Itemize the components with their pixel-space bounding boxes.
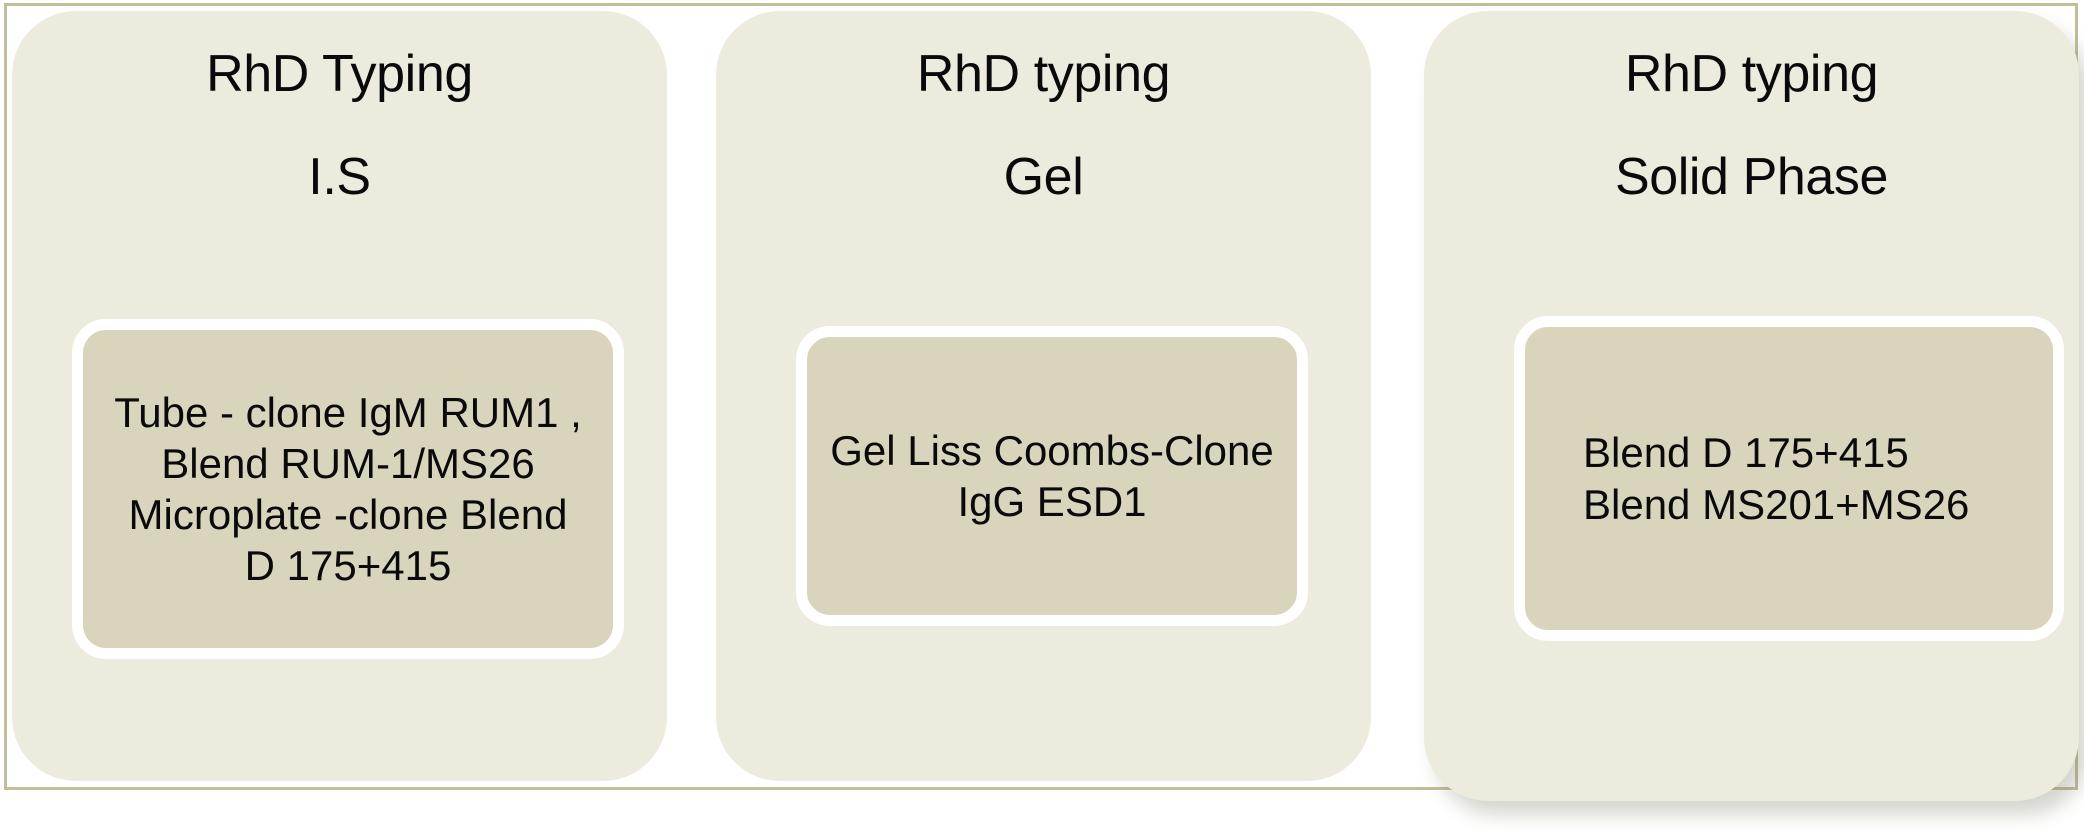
panel-title-1: RhD Typing xyxy=(206,45,473,103)
panel-subtitle-1: I.S xyxy=(308,147,371,206)
reagent-detail-text-1: Tube - clone IgM RUM1 , Blend RUM-1/MS26… xyxy=(114,388,582,590)
method-panel-immediate-spin[interactable]: RhD Typing I.S Tube - clone IgM RUM1 , B… xyxy=(12,11,667,781)
reagent-detail-box-1[interactable]: Tube - clone IgM RUM1 , Blend RUM-1/MS26… xyxy=(72,319,624,659)
panel-title-3: RhD typing xyxy=(1624,45,1879,103)
panel-title-2: RhD typing xyxy=(916,45,1171,103)
reagent-detail-box-2[interactable]: Gel Liss Coombs-Clone IgG ESD1 xyxy=(796,326,1308,626)
panel-subtitle-3: Solid Phase xyxy=(1614,147,1889,206)
reagent-detail-text-3: Blend D 175+415 Blend MS201+MS26 xyxy=(1583,429,1970,528)
method-panel-gel[interactable]: RhD typing Gel Gel Liss Coombs-Clone IgG… xyxy=(716,11,1371,781)
reagent-detail-text-2: Gel Liss Coombs-Clone IgG ESD1 xyxy=(830,426,1274,525)
reagent-detail-box-3[interactable]: Blend D 175+415 Blend MS201+MS26 xyxy=(1514,316,2064,641)
method-panel-solid-phase[interactable]: RhD typing Solid Phase Blend D 175+415 B… xyxy=(1424,11,2079,801)
panel-subtitle-2: Gel xyxy=(1003,147,1084,206)
